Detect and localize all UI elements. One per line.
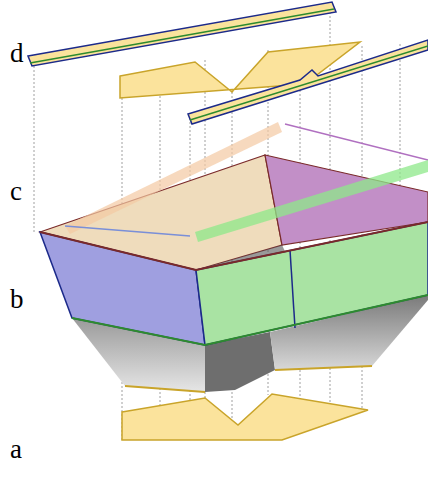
footprint-polygon xyxy=(122,394,368,440)
panel-letter: a xyxy=(10,436,22,463)
panel-letter: c xyxy=(10,178,22,205)
slice-strip xyxy=(195,160,428,242)
wall-face xyxy=(196,222,428,345)
ridge-strip xyxy=(188,40,428,124)
top-polygon xyxy=(120,42,360,98)
panel-letter: b xyxy=(10,286,24,313)
panel-letter: d xyxy=(10,40,24,67)
